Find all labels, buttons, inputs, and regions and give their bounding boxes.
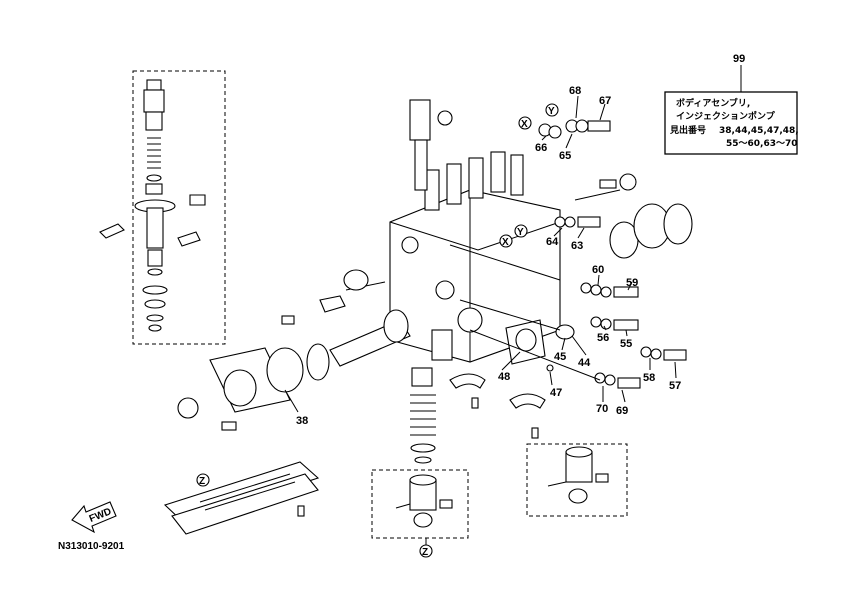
marker-x-circle — [518, 116, 532, 130]
callout-38: 38 — [296, 415, 308, 427]
marker-x-circle-body — [499, 234, 513, 248]
fwd-arrow: FWD — [71, 501, 117, 534]
cover-gasket — [163, 461, 320, 535]
marker-y-circle — [545, 103, 559, 117]
marker-z-label-tappet: Z — [422, 547, 428, 558]
tappet-stack — [410, 367, 436, 464]
info-box-ref-number: 99 — [733, 53, 745, 65]
info-box-line1: ボディアセンブリ, — [676, 97, 750, 109]
callout-59: 59 — [626, 277, 638, 289]
callout-48: 48 — [498, 371, 510, 383]
callout-55: 55 — [620, 338, 632, 350]
callout-67: 67 — [599, 95, 611, 107]
callout-60: 60 — [592, 264, 604, 276]
callout-57: 57 — [669, 380, 681, 392]
callout-58: 58 — [643, 372, 655, 384]
callout-70: 70 — [596, 403, 608, 415]
info-box-line4: 55〜60,63〜70 — [726, 139, 798, 149]
callout-56: 56 — [597, 332, 609, 344]
markers: X Y X Y Z Z — [196, 103, 559, 558]
marker-y-circle-body — [514, 224, 528, 238]
marker-y-label: Y — [548, 106, 555, 117]
callout-69: 69 — [616, 405, 628, 417]
callout-64: 64 — [546, 236, 559, 248]
marker-x-label-body: X — [502, 237, 509, 248]
callout-47: 47 — [550, 387, 562, 399]
marker-x-label: X — [521, 119, 528, 130]
callout-labels: 38 44 45 47 48 55 56 57 58 59 60 63 64 6… — [296, 85, 681, 427]
info-box: 99 ボディアセンブリ, インジェクションポンプ 見出番号 38,44,45,4… — [664, 53, 799, 155]
info-box-line3-label: 見出番号 — [669, 124, 706, 136]
callout-66: 66 — [535, 142, 547, 154]
governor-side-parts — [449, 173, 693, 439]
callout-65: 65 — [559, 150, 571, 162]
diagram-code: N313010-9201 — [58, 541, 125, 552]
delivery-valve-group — [99, 70, 226, 345]
callout-44: 44 — [578, 357, 591, 369]
roller-tappet-group-right — [526, 443, 628, 517]
info-box-line2: インジェクションポンプ — [676, 110, 776, 122]
roller-tappet-group — [371, 469, 469, 539]
info-box-frame — [664, 91, 798, 155]
leader-lines — [284, 95, 677, 413]
callout-45: 45 — [554, 351, 566, 363]
marker-z-label-gasket: Z — [199, 476, 205, 487]
info-box-line3-value: 38,44,45,47,48, — [719, 126, 799, 136]
callout-63: 63 — [571, 240, 583, 252]
marker-z-circle-gasket — [196, 473, 210, 487]
bolt-stacks — [449, 119, 687, 389]
marker-y-label-body: Y — [517, 227, 524, 238]
callout-68: 68 — [569, 85, 581, 97]
camshaft-group — [177, 194, 411, 431]
